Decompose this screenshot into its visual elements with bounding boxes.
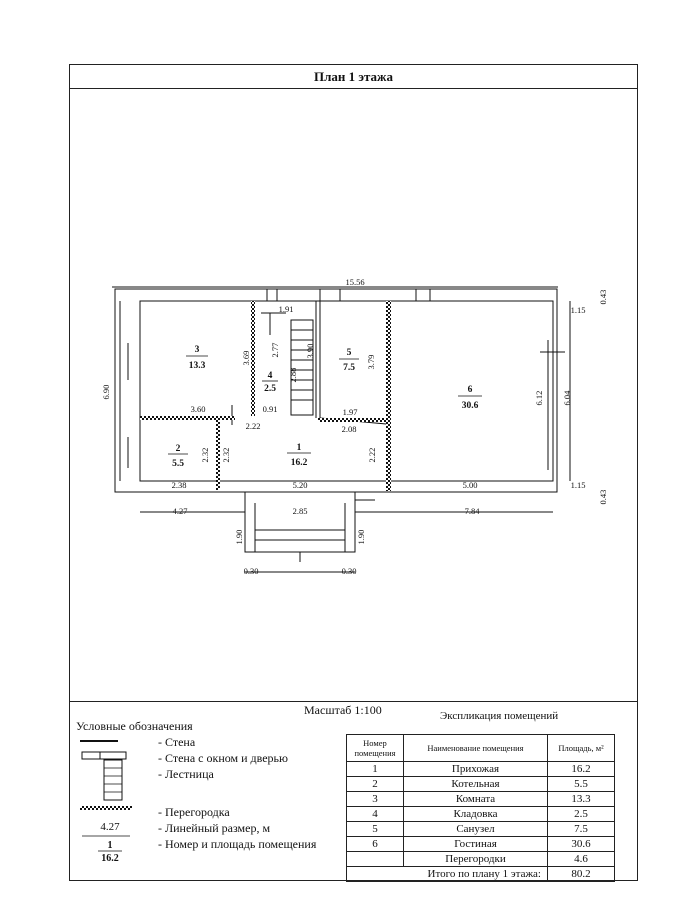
dim-label: 5.20 bbox=[293, 480, 308, 490]
partition bbox=[140, 416, 235, 420]
partition bbox=[386, 301, 391, 491]
dimension-labels: 15.56 0.43 1.15 6.90 1.91 3.69 2.77 2.88… bbox=[101, 277, 608, 576]
dim-label: 6.04 bbox=[562, 390, 572, 406]
legend-room-area-example: 16.2 bbox=[101, 853, 119, 864]
legend-wall: - Стена bbox=[158, 735, 196, 749]
header-number: Номер помещения bbox=[346, 734, 404, 762]
dim-label: 3.69 bbox=[241, 351, 251, 366]
partition bbox=[318, 418, 386, 422]
cell-area: 30.6 bbox=[547, 836, 615, 852]
legend-stairs-symbol bbox=[103, 759, 123, 801]
dim-label: 1.90 bbox=[356, 530, 366, 545]
legend-title: Условные обозначения bbox=[76, 719, 193, 733]
room-4-number: 4 bbox=[268, 371, 273, 381]
page-title: План 1 этажа bbox=[70, 65, 637, 89]
dim-label: 1.15 bbox=[571, 305, 586, 315]
partitions bbox=[140, 301, 391, 491]
cell-area: 7.5 bbox=[547, 821, 615, 837]
dim-label: 0.30 bbox=[342, 566, 357, 576]
room-5-number: 5 bbox=[347, 348, 352, 358]
header-area: Площадь, м² bbox=[547, 734, 615, 762]
dim-label: 3.60 bbox=[191, 404, 206, 414]
room-4-area: 2.5 bbox=[264, 384, 276, 394]
dim-label: 3.90 bbox=[305, 344, 315, 359]
cell-name: Котельная bbox=[403, 776, 548, 792]
legend-dimension: - Линейный размер, м bbox=[158, 821, 271, 835]
legend-partition: - Перегородка bbox=[158, 805, 230, 819]
dim-label: 0.43 bbox=[598, 290, 608, 305]
legend-dim-example: 4.27 bbox=[100, 821, 120, 833]
dim-label: 2.08 bbox=[342, 424, 357, 434]
dim-label: 6.90 bbox=[101, 385, 111, 400]
cell-name: Комната bbox=[403, 791, 548, 807]
room-5-area: 7.5 bbox=[343, 363, 355, 373]
explication-title: Экспликация помещений bbox=[440, 710, 559, 722]
dim-label: 2.32 bbox=[221, 448, 231, 463]
dim-label: 2.88 bbox=[288, 368, 298, 383]
cell-name: Кладовка bbox=[403, 806, 548, 822]
total-value: 80.2 bbox=[547, 866, 615, 882]
dim-label: 15.56 bbox=[345, 277, 364, 287]
drawing-frame: План 1 этажа Масштаб 1:100 Экспликация п… bbox=[69, 64, 638, 882]
partition bbox=[251, 301, 255, 416]
cell-area: 2.5 bbox=[547, 806, 615, 822]
dim-label: 1.91 bbox=[279, 304, 294, 314]
dim-label: 1.90 bbox=[234, 530, 244, 545]
scale-label: Масштаб 1:100 bbox=[304, 703, 382, 717]
dim-label: 2.22 bbox=[246, 421, 261, 431]
total-label: Итого по плану 1 этажа: bbox=[346, 866, 548, 882]
cell-area: 13.3 bbox=[547, 791, 615, 807]
legend-wall-window-door: - Стена с окном и дверью bbox=[158, 751, 288, 765]
dim-label: 2.38 bbox=[172, 480, 187, 490]
room-2-number: 2 bbox=[176, 444, 181, 454]
legend-window-symbol bbox=[81, 751, 127, 760]
porch bbox=[244, 491, 356, 553]
dim-label: 2.85 bbox=[293, 506, 308, 516]
dim-label: 2.22 bbox=[367, 448, 377, 463]
dim-label: 6.12 bbox=[534, 391, 544, 406]
room-1-area: 16.2 bbox=[291, 458, 308, 468]
room-3-number: 3 bbox=[195, 345, 200, 355]
dim-label: 7.84 bbox=[465, 506, 481, 516]
table-total-row: Итого по плану 1 этажа: 80.2 bbox=[346, 866, 615, 882]
legend-symbols bbox=[80, 740, 132, 837]
dim-label: 1.15 bbox=[571, 480, 586, 490]
divider bbox=[70, 701, 637, 702]
room-labels: 3 13.3 4 2.5 5 7.5 6 30.6 2 5.5 1 16.2 bbox=[168, 345, 482, 469]
explication-table: Номер помещения Наименование помещения П… bbox=[346, 734, 615, 882]
legend-room-label: - Номер и площадь помещения bbox=[158, 837, 317, 851]
dim-label: 0.30 bbox=[244, 566, 259, 576]
dim-label: 4.27 bbox=[173, 506, 188, 516]
legend-partition-symbol bbox=[80, 806, 132, 810]
room-1-number: 1 bbox=[297, 443, 302, 453]
stairs bbox=[290, 319, 314, 416]
dim-label: 0.43 bbox=[598, 490, 608, 505]
legend-room-number-example: 1 bbox=[108, 840, 113, 851]
partition bbox=[216, 420, 220, 490]
dim-label: 5.00 bbox=[463, 480, 478, 490]
dim-label: 1.97 bbox=[343, 407, 358, 417]
room-6-number: 6 bbox=[468, 385, 473, 395]
dim-label: 0.91 bbox=[263, 404, 278, 414]
legend-stairs: - Лестница bbox=[158, 767, 214, 781]
dim-label: 3.79 bbox=[366, 355, 376, 370]
dim-label: 2.77 bbox=[270, 343, 280, 358]
dim-label: 2.32 bbox=[200, 448, 210, 463]
cell-area: 16.2 bbox=[547, 761, 615, 777]
room-3-area: 13.3 bbox=[189, 361, 206, 371]
room-6-area: 30.6 bbox=[462, 401, 479, 411]
room-2-area: 5.5 bbox=[172, 459, 184, 469]
